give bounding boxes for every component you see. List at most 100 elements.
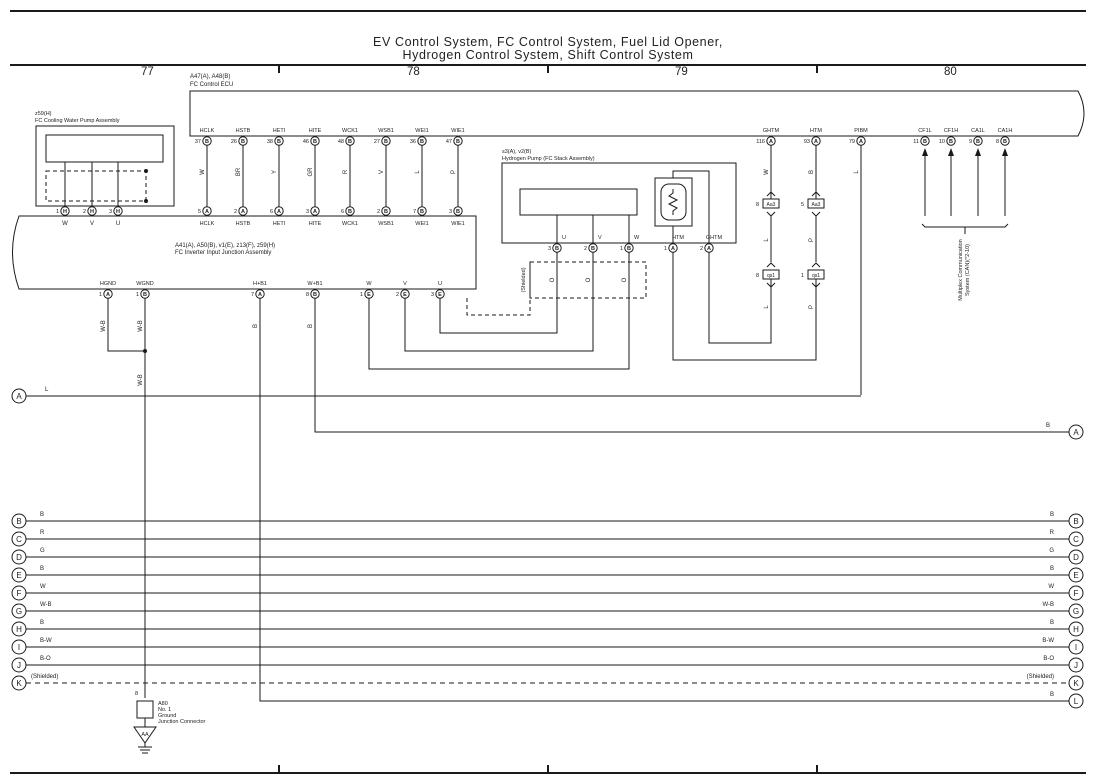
ecu-code: A47(A), A48(B) — [190, 74, 230, 80]
bus-line-b-color-left: B — [40, 512, 44, 518]
terminal-a-right — [1068, 424, 1084, 440]
can-arrow-1 — [948, 148, 954, 156]
ecu-pin-wck1-letter: B — [348, 139, 352, 145]
ecu-pin-num-cf1l: 11 — [913, 139, 919, 145]
inverter-bottom-pin-num-0: 1 — [99, 292, 102, 298]
ecu-pin-ca1l-letter: B — [976, 139, 980, 145]
signal-wire-color-wie1: P — [451, 170, 457, 174]
connector-qs1-ghtm-code: qs1 — [767, 273, 775, 279]
ecu-pin-wsb1-letter: B — [384, 139, 388, 145]
ecu-pin-num-hite: 46 — [303, 139, 309, 145]
h2pump-pin-num-4: 2 — [700, 246, 703, 252]
bus-line-g-color-right: W-B — [1042, 602, 1054, 608]
inverter-top-pin-name-5: WSB1 — [378, 221, 394, 227]
connector-aa3-htm-code: Aa3 — [812, 202, 821, 208]
ecu-pin-num-wsb1: 27 — [374, 139, 380, 145]
inverter-top-pin-name-2: HETI — [273, 221, 286, 227]
water-pump-junction-dot — [144, 169, 148, 173]
terminal-l-right-letter: L — [1074, 697, 1079, 706]
ecu-pin-cf1l-letter: B — [923, 139, 927, 145]
connector-qs1-htm-chevron-2 — [811, 282, 821, 288]
column-number-80: 80 — [944, 66, 957, 78]
inverter-bottom-pin-0-letter: A — [106, 292, 110, 298]
ecu-pin-ca1h-letter: B — [1003, 139, 1007, 145]
water-pump-pin-label-1: V — [90, 221, 94, 227]
signal-wire-color-wsb1: V — [379, 170, 385, 174]
ecu-pin-num-ca1l: 9 — [969, 139, 972, 145]
multiplex-line2: System (CAN)(*2-10) — [965, 244, 971, 296]
signal-wire-color-wck1: R — [343, 169, 349, 174]
inverter-bottom-pin-3-letter: B — [313, 292, 317, 298]
can-arrow-2 — [975, 148, 981, 156]
inverter-bottom-pin-name-2: H+B1 — [253, 281, 267, 287]
terminal-c-right-letter: C — [1073, 535, 1079, 544]
terminal-k-left-letter: K — [16, 679, 22, 688]
inverter-bottom-pin-name-3: W+B1 — [307, 281, 322, 287]
h2pump-pin-num-3: 1 — [664, 246, 667, 252]
ecu-pin-num-ca1h: 8 — [996, 139, 999, 145]
htm-low-wire-color: P — [809, 305, 815, 309]
inverter-top-pin-name-7: WIE1 — [451, 221, 464, 227]
ground-line2: Ground — [158, 713, 176, 719]
inverter-bottom-wire-3: B — [308, 324, 314, 328]
ecu-pin-heti-letter: B — [277, 139, 281, 145]
water-pump-pin-2 — [113, 206, 123, 216]
h2pump-name: Hydrogen Pump (FC Stack Assembly) — [502, 156, 595, 162]
inverter-bottom-pin-name-6: U — [438, 281, 442, 287]
terminal-h-right-letter: H — [1073, 625, 1079, 634]
h2pump-pin-0-letter: B — [555, 246, 559, 252]
ground-pin-num: 8 — [135, 691, 138, 697]
water-pump-pin-num-1: 2 — [83, 209, 86, 215]
terminal-e-left-letter: E — [16, 571, 21, 580]
phase-wire-v — [404, 252, 594, 352]
inverter-top-pin-heti-letter: A — [277, 209, 281, 215]
ecu-pin-name-ca1h: CA1H — [998, 128, 1013, 134]
ecu-pin-name-wei1: WEI1 — [415, 128, 428, 134]
bus-line-a-b-color: B — [1046, 423, 1050, 429]
ecu-pin-pibm-letter: A — [859, 139, 863, 145]
water-pump-pin-1 — [87, 206, 97, 216]
inverter-top-pin-num-5: 2 — [377, 209, 380, 215]
bus-line-g-color-left: W-B — [40, 602, 52, 608]
bus-line-c-color-left: R — [40, 530, 45, 536]
inverter-top-pin-wie1-letter: B — [456, 209, 460, 215]
diagram-title-line1: EV Control System, FC Control System, Fu… — [373, 35, 723, 49]
inverter-top-pin-wei1 — [417, 206, 427, 216]
h2pump-shield-box — [529, 261, 647, 299]
terminal-g-right-letter: G — [1073, 607, 1079, 616]
terminal-j-left-letter: J — [17, 661, 21, 670]
h2pump-pin-name-0: U — [562, 235, 566, 241]
h2pump-pin-1-letter: B — [591, 246, 595, 252]
ecu-pin-num-wei1: 36 — [410, 139, 416, 145]
bus-line-f-color-right: W — [1048, 584, 1054, 590]
h2pump-code: s3(A), v2(B) — [502, 149, 532, 155]
h2pump-wire-color-1: O — [586, 277, 592, 282]
inverter-bottom-wire-2: B — [253, 324, 259, 328]
bus-line-i-color-left: B-W — [40, 638, 52, 644]
h2pump-pin-name-4: GHTM — [706, 235, 723, 241]
terminal-a-right-letter: A — [1073, 428, 1079, 437]
water-pump-pin-0-letter: H — [63, 209, 67, 215]
water-pump-code: z59(H) — [35, 111, 52, 117]
ecu-pin-name-wck1: WCK1 — [342, 128, 358, 134]
pibm-wire-color: L — [854, 170, 860, 174]
bus-line-k-color-right: (Shielded) — [1027, 674, 1054, 680]
inverter-top-pin-name-4: WCK1 — [342, 221, 358, 227]
inverter-bottom-pin-num-3: 8 — [306, 292, 309, 298]
water-pump-pin-num-0: 1 — [56, 209, 59, 215]
connector-aa3-htm — [807, 198, 825, 209]
ecu-pin-cf1h — [946, 136, 956, 146]
can-arrow-3 — [1002, 148, 1008, 156]
inverter-bottom-pin-5-letter: E — [403, 292, 407, 298]
inverter-bottom-pin-num-6: 3 — [431, 292, 434, 298]
terminal-j-right-letter: J — [1074, 661, 1078, 670]
terminal-f-left-letter: F — [17, 589, 22, 598]
water-pump-pin-label-2: U — [116, 221, 120, 227]
h2pump-wire-color-2: O — [622, 277, 628, 282]
inverter-top-pin-hclk — [202, 206, 212, 216]
multiplex-line1: Multiplex Communication — [958, 239, 964, 300]
water-pump-motor-block — [45, 134, 164, 163]
inverter-bottom-pin-num-5: 2 — [396, 292, 399, 298]
h2pump-pin-4-letter: A — [707, 246, 711, 252]
